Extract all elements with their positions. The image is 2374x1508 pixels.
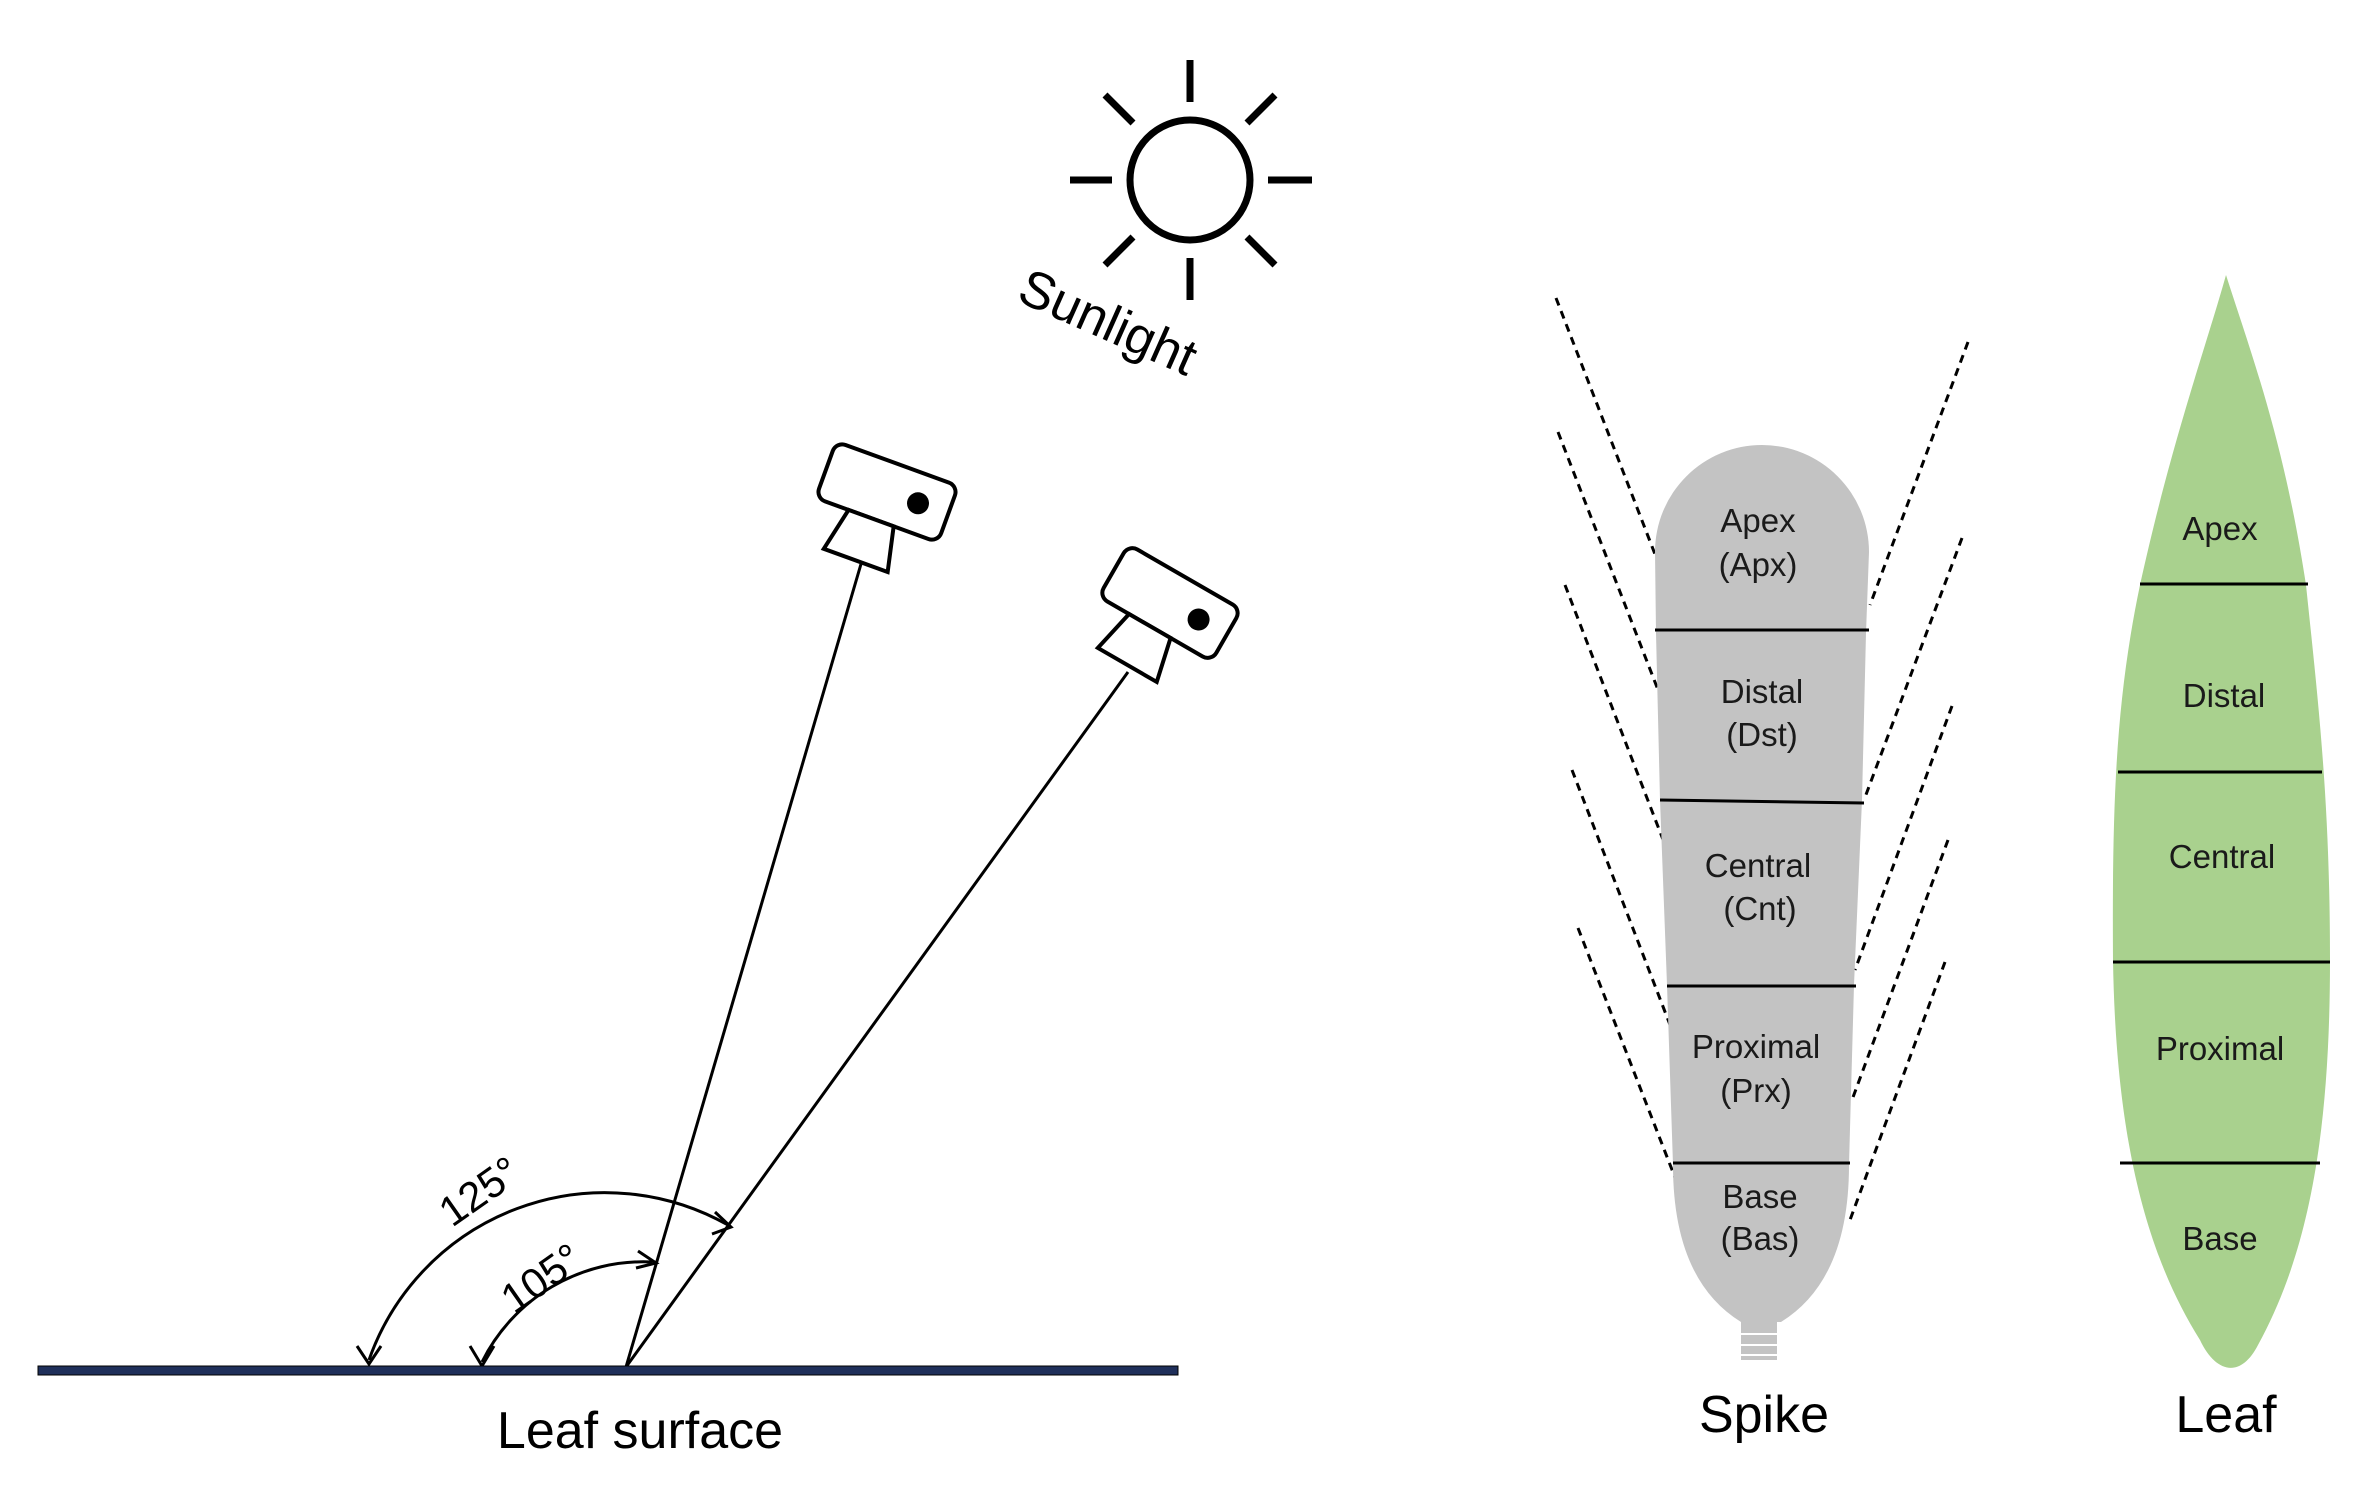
spike-segment-name: Distal: [1721, 673, 1804, 710]
leaf-title: Leaf: [2175, 1386, 2277, 1444]
spike-body: [1655, 445, 1869, 1322]
spike-segment-name: Proximal: [1692, 1028, 1820, 1065]
spike-segment-abbr: (Dst): [1726, 716, 1797, 753]
leaf-segment-name: Base: [2182, 1220, 2257, 1257]
angle-label-105: 105°: [492, 1234, 590, 1322]
camera-2-ray: [624, 671, 1130, 1368]
sun-icon: [1070, 60, 1312, 300]
spike-segment-abbr: (Apx): [1719, 546, 1798, 583]
camera-icon: [1094, 546, 1240, 685]
leaf-surface-label: Leaf surface: [497, 1402, 783, 1460]
spike-stem-lines: [1741, 1333, 1777, 1356]
spike-segment-abbr: (Cnt): [1723, 890, 1796, 927]
camera-1-ray: [624, 563, 863, 1368]
spike-segment-labels: Apex (Apx) Distal (Dst) Central (Cnt) Pr…: [1692, 502, 1820, 1257]
spike-title: Spike: [1699, 1386, 1829, 1444]
spike-segment-name: Apex: [1720, 502, 1796, 539]
spike-segment-name: Base: [1722, 1178, 1797, 1215]
leaf-segment-name: Central: [2169, 838, 2275, 875]
spike-dividers: [1655, 628, 1869, 1165]
leaf-segment-name: Distal: [2183, 677, 2266, 714]
leaf-body: [2112, 275, 2330, 1368]
spike-segment-abbr: (Prx): [1720, 1072, 1791, 1109]
spike-segment-abbr: (Bas): [1721, 1220, 1800, 1257]
spike-awns: [1554, 297, 1970, 1221]
leaf-surface-line: [37, 1365, 1179, 1376]
spike-segment-name: Central: [1705, 847, 1811, 884]
leaf-dividers: [2113, 582, 2330, 1165]
angle-arc-105: [480, 1260, 653, 1363]
camera-icon: [816, 442, 958, 575]
spike-stem: [1741, 1322, 1777, 1360]
angle-arc-125: [367, 1191, 729, 1361]
angle-label-125: 125°: [430, 1147, 528, 1235]
sunlight-label: Sunlight: [1010, 258, 1206, 388]
leaf-segment-name: Proximal: [2156, 1030, 2284, 1067]
leaf-segment-name: Apex: [2182, 510, 2258, 547]
